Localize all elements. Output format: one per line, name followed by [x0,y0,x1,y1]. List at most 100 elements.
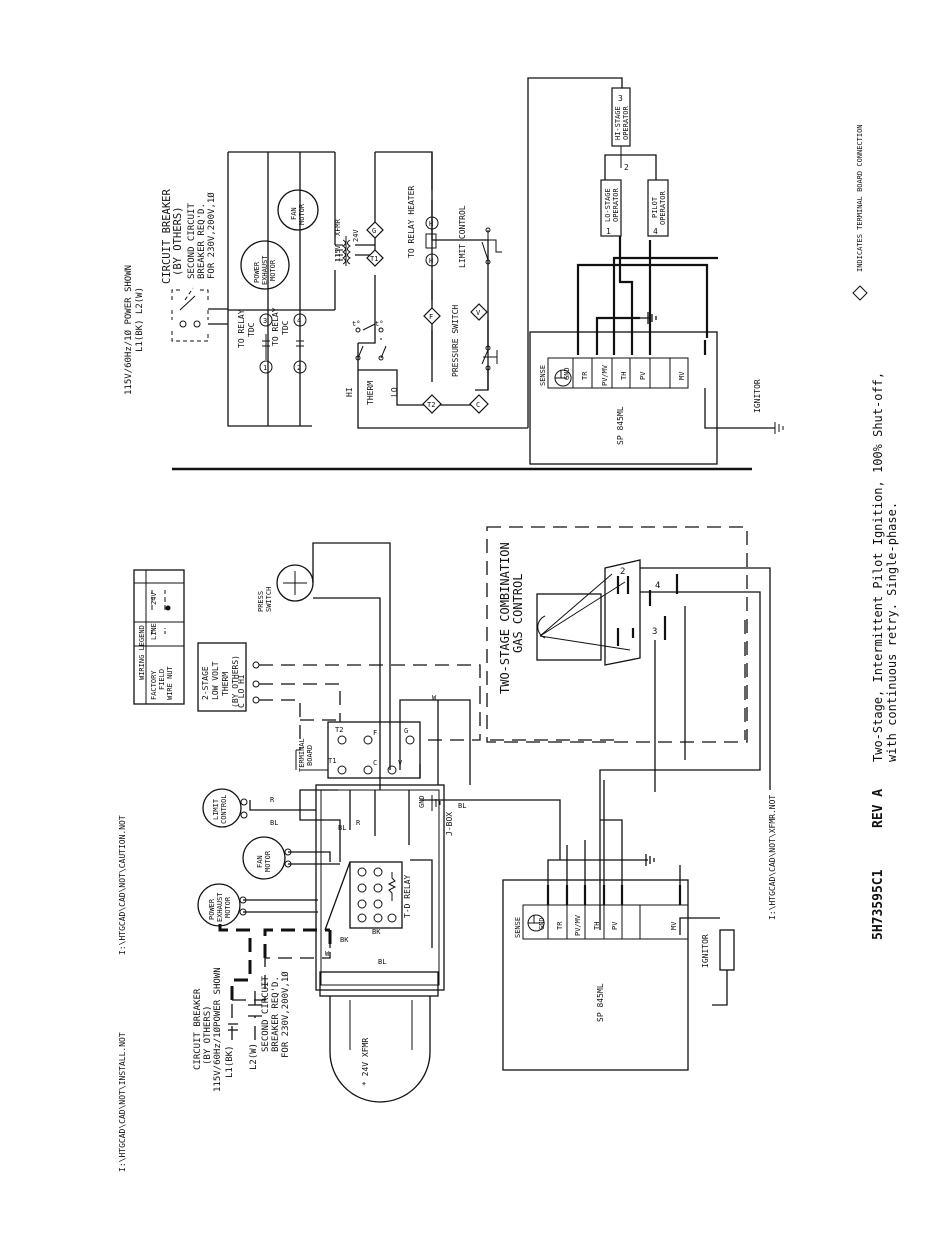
svg-text:T1: T1 [328,757,336,765]
svg-text:GAS CONTROL: GAS CONTROL [511,574,525,653]
relay-contact-2-4: 2 4 [293,313,307,374]
svg-text:OPERATOR: OPERATOR [622,105,630,140]
relay-tdc-2-sub: TDC [281,320,290,335]
svg-text:T-D RELAY: T-D RELAY [403,874,412,918]
svg-text:TWO-STAGE COMBINATION: TWO-STAGE COMBINATION [498,542,512,694]
gas-control: TWO-STAGE COMBINATION GAS CONTROL 2 4 3 [486,526,748,743]
doc-number: 5H73595C1 [871,869,886,940]
svg-text:2: 2 [620,567,625,577]
terminal-v-node: V [470,303,488,321]
pilot-operator: PILOT OPERATOR 4 [647,179,669,237]
svg-text:PRESS: PRESS [257,591,265,612]
second-breaker-label-3: FOR 230V,200V,1Ø [206,192,217,279]
svg-text:GND: GND [538,917,546,930]
svg-text:4: 4 [653,227,658,236]
wiring-second-breaker-2: BREAKER REQ'D. [271,976,281,1052]
svg-text:(BY OTHERS): (BY OTHERS) [231,655,240,708]
svg-text:CONTROL: CONTROL [220,794,228,824]
low-volt-therm: 2-STAGE LOW VOLT THERM (BY OTHERS) C LO … [197,642,260,712]
pressure-switch-label: PRESSURE SWITCH [451,305,460,377]
transformer-symbol: XFMR 115V 24V [334,218,360,266]
svg-text:FAN: FAN [290,207,298,220]
svg-text:MV: MV [670,921,678,930]
power-lines-label: L1(BK) L2(W) [135,287,145,352]
svg-text:MOTOR: MOTOR [269,259,277,281]
svg-text:G: G [372,227,376,235]
svg-text:MOTOR: MOTOR [264,850,272,872]
svg-text:4: 4 [655,581,660,591]
relay-tdc-2-label: TO RELAY [271,307,280,346]
terminal-t1-node: T1 [366,249,384,267]
svg-text:T2: T2 [427,401,435,409]
svg-text:GND: GND [563,367,571,380]
td-relay: T-D RELAY [349,861,412,929]
svg-text:T2: T2 [335,726,343,734]
second-breaker-label-1: SECOND CIRCUIT [187,203,197,279]
svg-text:PV/MV: PV/MV [601,364,609,386]
lo-stage-operator: LO-STAGE OPERATOR 1 [600,179,622,237]
wiring-xfmr-note: * 24V XFMR [361,1038,370,1086]
svg-text:3: 3 [263,317,267,325]
therm-hi-label: HI [345,387,354,397]
svg-text:MOTOR: MOTOR [224,896,232,918]
wiring-limit-control: LIMIT CONTROL [202,788,248,828]
svg-text:115V: 115V [334,244,342,262]
svg-text:4: 4 [297,317,301,325]
svg-text:PV: PV [639,371,647,380]
svg-text:MV: MV [678,371,686,380]
wiring-second-breaker-1: SECOND CIRCUIT [261,976,271,1052]
svg-text:2-STAGE: 2-STAGE [201,666,210,700]
relay-tdc-1-sub: TDC [247,322,256,337]
svg-text:BK: BK [372,928,381,936]
svg-text:t°: t° [352,320,360,328]
svg-text:LINE: LINE [150,623,158,640]
terminal-g-node: G [366,221,384,239]
caption: 5H73595C1 REV A Two-Stage, Intermittent … [871,372,899,940]
svg-text:3: 3 [652,627,657,637]
svg-text:H: H [429,257,433,265]
wiring-diagram: WIRING LEGEND FACTORY FIELD WIRE NUT LIN… [118,124,868,1172]
connection-diagram: 115V/60Hz/1Ø POWER SHOWN L1(BK) L2(W) CI… [123,77,784,471]
wiring-l2-label: L2(W) [249,1043,259,1070]
wiring-control-module: SENSE GND TR PV/MV TH PV MV SP 845ML [502,879,689,1071]
svg-text:PV/MV: PV/MV [574,914,582,936]
file-ref-xfmr: I:\HTGCAD\CAD\NOT\XFMR.NOT [768,795,777,920]
terminal-f-node: F [423,307,441,325]
wiring-l1-label: L1(BK) [225,1045,235,1078]
circuit-breaker-symbol [171,287,209,342]
wiring-breaker-label-1: CIRCUIT BREAKER [193,988,203,1070]
svg-text:GND: GND [418,795,426,808]
svg-text:C: C [476,401,480,409]
svg-text:XFMR: XFMR [334,218,342,236]
svg-text:W: W [325,950,330,958]
wiring-legend: WIRING LEGEND FACTORY FIELD WIRE NUT LIN… [133,569,185,705]
svg-text:W: W [432,694,437,702]
svg-text:FAN: FAN [256,855,264,868]
svg-text:J-BOX: J-BOX [445,812,454,836]
limit-control-label: LIMIT CONTROL [458,205,467,268]
svg-text:TERMINAL: TERMINAL [298,738,306,772]
power-exhaust-motor-symbol: POWER EXHAUST MOTOR [240,240,290,290]
circuit-breaker-others-label: (BY OTHERS) [172,206,184,276]
wiring-power-exhaust-motor: POWER EXHAUST MOTOR [197,883,247,927]
svg-text:PILOT: PILOT [651,196,659,218]
svg-text:BK: BK [340,936,349,944]
svg-text:PV: PV [611,921,619,930]
svg-text:POWER: POWER [208,898,216,920]
svg-text:HI-STAGE: HI-STAGE [614,106,622,140]
svg-text:G: G [404,727,408,735]
svg-text:IGNITOR: IGNITOR [701,934,710,968]
wiring-fan-motor: FAN MOTOR [242,836,292,880]
svg-text:TR: TR [556,921,564,930]
svg-text:SENSE: SENSE [539,365,547,386]
file-ref-install: I:\HTGCAD\CAD\NOT\INSTALL.NOT [118,1032,127,1172]
svg-text:EXHAUST: EXHAUST [261,255,269,285]
svg-text:BL: BL [458,802,466,810]
svg-text:MOTOR: MOTOR [298,203,306,225]
relay-contact-1-3: 1 3 [259,313,273,374]
svg-text:H: H [429,220,433,228]
press-switch: PRESS SWITCH [257,564,314,612]
svg-text:24V: 24V [352,229,360,242]
